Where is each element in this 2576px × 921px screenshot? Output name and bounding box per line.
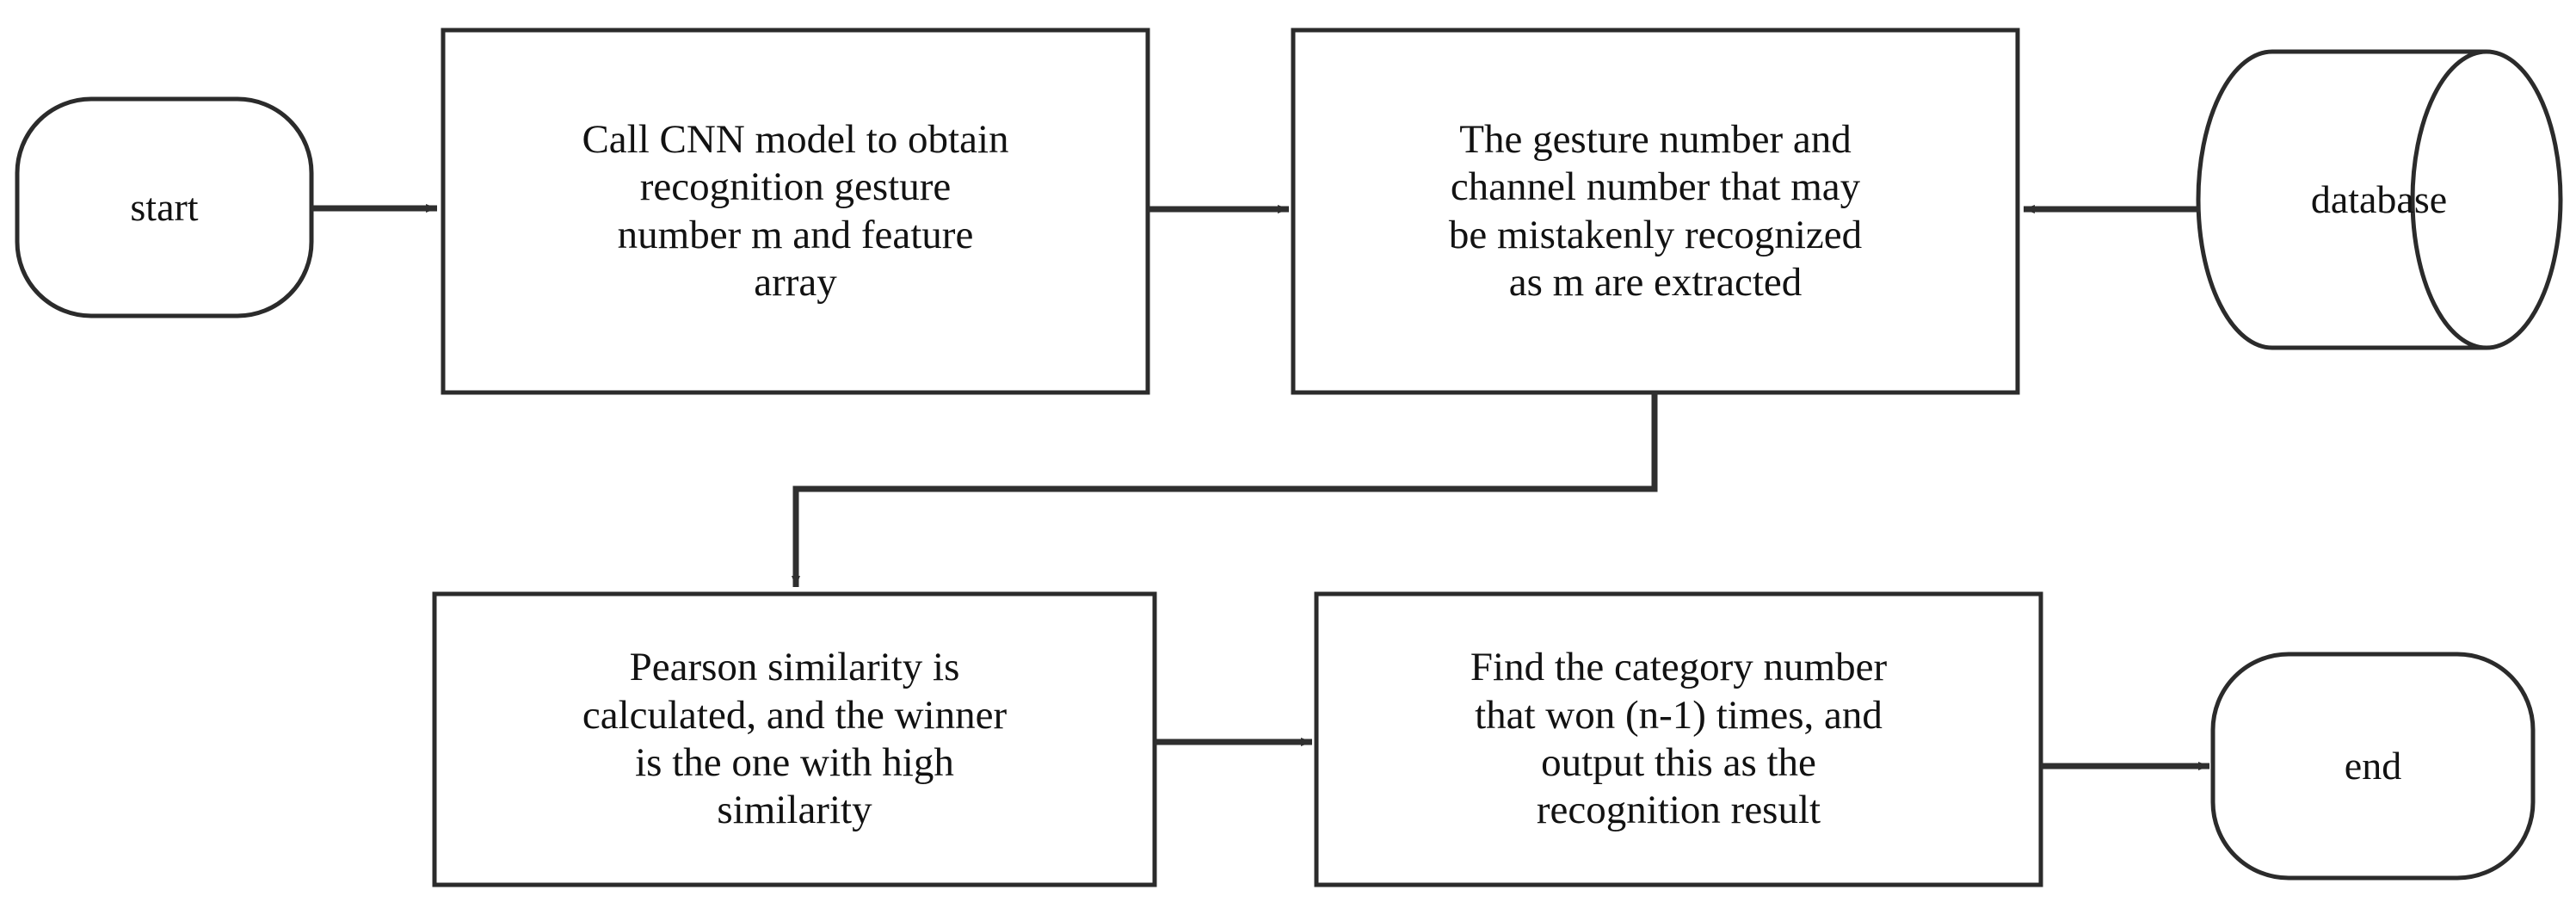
node-shape-call-cnn[interactable] bbox=[441, 28, 1150, 395]
edge-extract-to-pearson bbox=[792, 393, 1658, 587]
node-shape-end[interactable] bbox=[2210, 652, 2536, 881]
node-shape-start[interactable] bbox=[15, 96, 314, 318]
node-shape-extract-candidates[interactable] bbox=[1291, 28, 2020, 395]
node-shape-database[interactable] bbox=[2196, 49, 2563, 350]
node-shape-find-category[interactable] bbox=[1314, 591, 2043, 887]
node-shape-pearson[interactable] bbox=[432, 591, 1157, 887]
